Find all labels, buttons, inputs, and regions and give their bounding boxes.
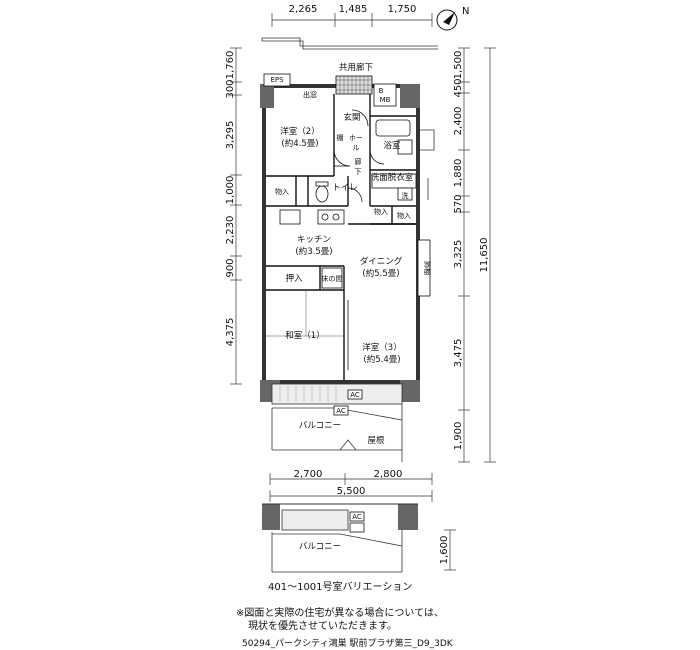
dim-top-2: 1,485 (339, 4, 368, 15)
storage-label-2: 物入 (374, 207, 388, 216)
storage-label: 物入 (275, 187, 289, 196)
ac-boxes (333, 389, 363, 416)
storage-label-3: 物入 (397, 211, 411, 220)
tokonoma-box (321, 267, 343, 289)
entrance-label: 玄関 (343, 112, 360, 123)
washroom-fixtures (371, 173, 417, 201)
dim-right-3: 2,400 (453, 107, 464, 136)
dim-left-7: 4,375 (225, 318, 236, 347)
oshiire-label: 押入 (285, 273, 303, 284)
dim-bottom-1: 2,700 (294, 469, 323, 480)
kitchen-size: (約3.5畳) (295, 246, 332, 257)
dim-right-8: 1,900 (453, 422, 464, 451)
western-room-2-name: 洋室（2） (280, 126, 319, 137)
dimension-lines (230, 13, 496, 571)
decorative-shelf-box (417, 239, 431, 297)
common-corridor-label: 共用廊下 (339, 62, 374, 73)
footer-code: 50294_パークシティ鴻巣 駅前プラザ第三_D9_3DK (242, 639, 453, 649)
corridor-edge (261, 37, 438, 50)
meter-letter: B (379, 87, 384, 95)
washroom-label: 洗面脱衣室 (371, 172, 414, 183)
dining-name: ダイニング (360, 256, 403, 267)
dim-right-total: 11,650 (479, 238, 490, 273)
decorative-shelf-label: 飾棚 (423, 261, 432, 275)
window-bay-label: 出窓 (303, 90, 317, 99)
compass-arrow-icon (443, 12, 455, 25)
door-swings (333, 109, 385, 203)
right-bay (420, 129, 435, 200)
shelf-label: 棚 (337, 133, 344, 142)
hall-label-2: ル (353, 144, 360, 152)
toilet-label: トイレ (332, 183, 358, 193)
western-room-2-size: (約4.5畳) (281, 138, 318, 149)
dim-top-3: 1,750 (388, 4, 417, 15)
dim-left-2: 300 (225, 79, 236, 98)
kitchen-counter (279, 209, 345, 225)
dim-top-1: 2,265 (289, 4, 318, 15)
note-line-1: ※図面と実際の住宅が異なる場合については、 (236, 608, 444, 619)
western-room-3-name: 洋室（3） (362, 342, 401, 353)
dining-size: (約5.5畳) (362, 268, 399, 279)
ac-label-2: AC (336, 407, 346, 415)
dim-left-1: 1,760 (225, 51, 236, 80)
kitchen-name: キッチン (297, 235, 331, 245)
entry-hatch (336, 76, 372, 94)
toilet-fixture (315, 181, 329, 203)
note-line-2: 現状を優先させていただきます。 (248, 621, 397, 632)
tatami-lines (266, 290, 344, 337)
bathtub (375, 119, 413, 155)
dim-left-3: 3,295 (225, 121, 236, 150)
variation-caption: 401～1001号室バリエーション (268, 582, 413, 593)
japanese-room-name: 和室（1） (285, 330, 324, 341)
balcony-label: バルコニー (299, 421, 341, 431)
room-labels: EPS 出窓 B MB 玄関 棚 ホー ル 廊 下 浴室 洗面脱衣室 洗 トイレ… (270, 76, 432, 552)
sliding-doors (343, 300, 349, 370)
dim-bottom-total: 5,500 (337, 486, 366, 497)
dim-left-5: 2,230 (225, 216, 236, 245)
dim-variation: 1,600 (439, 536, 450, 565)
balcony-outline (271, 383, 403, 462)
outer-walls (260, 73, 420, 402)
eps-label: EPS (270, 76, 284, 84)
meter-box-label: MB (380, 96, 391, 104)
washer-label: 洗 (402, 191, 409, 200)
balcony-hatch (279, 386, 337, 402)
dimension-labels: 2,265 1,485 1,750 1,760 300 3,295 1,000 … (225, 4, 490, 564)
dim-left-4: 1,000 (225, 176, 236, 205)
dim-left-6: 900 (225, 258, 236, 277)
dim-right-7: 3,475 (453, 339, 464, 368)
variation-plan (262, 503, 418, 573)
dim-right-1: 1,500 (453, 51, 464, 80)
western-room-3-size: (約5.4畳) (363, 354, 400, 365)
ac-label-1: AC (350, 391, 360, 399)
hall-label-4: 下 (355, 168, 362, 176)
compass-north: N (462, 6, 469, 17)
tokonoma-label: 床の間 (322, 274, 343, 283)
dim-right-5: 570 (453, 194, 464, 213)
hall-label-1: ホー (349, 134, 363, 142)
balcony-variation-label: バルコニー (299, 542, 341, 552)
dim-right-2: 450 (453, 78, 464, 97)
compass: N (436, 6, 469, 31)
hall-label-3: 廊 (355, 157, 362, 166)
dim-right-6: 3,325 (453, 240, 464, 269)
bath-label: 浴室 (383, 140, 401, 151)
roof-label: 屋根 (367, 435, 385, 446)
dim-right-4: 1,880 (453, 159, 464, 188)
dim-bottom-2: 2,800 (374, 469, 403, 480)
ac-label-3: AC (352, 513, 362, 521)
